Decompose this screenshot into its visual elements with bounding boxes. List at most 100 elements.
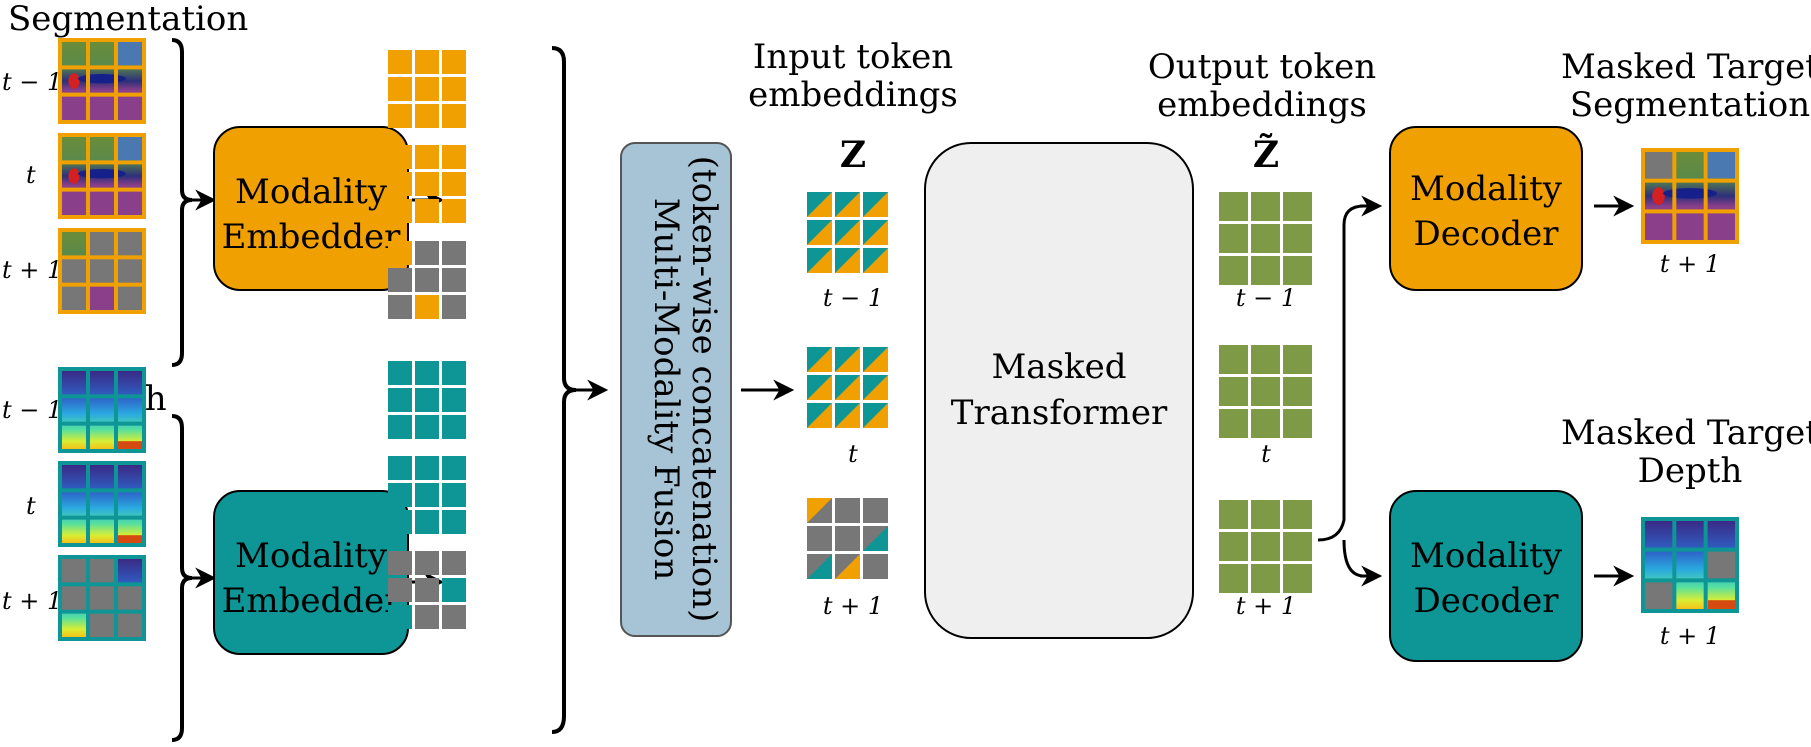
token-cell (415, 388, 439, 412)
depth-time-label-t-plus-1: t + 1 (2, 587, 62, 615)
token-cell (415, 295, 439, 319)
token-cell (388, 241, 412, 265)
depth-modality-decoder (1389, 490, 1583, 662)
token-cell (1251, 564, 1280, 593)
image-patch (1645, 551, 1673, 579)
token-cell (1283, 564, 1312, 593)
token-cell-half (863, 403, 888, 428)
embedded-token-grids (388, 50, 466, 629)
image-patch (90, 42, 114, 66)
depth-input-brace (171, 414, 193, 742)
seg-target-title-line1: Masked Target (1561, 47, 1811, 87)
token-cell-half (863, 192, 888, 217)
token-cell-half (863, 526, 888, 551)
masked-patch (62, 286, 86, 310)
token-cell (415, 172, 439, 196)
token-cell (442, 77, 466, 101)
seg-frame-t (58, 133, 146, 219)
token-cell (388, 77, 412, 101)
token-cell (1251, 377, 1280, 406)
output-token-time-t-minus-1: t − 1 (1236, 284, 1296, 312)
token-cell (442, 268, 466, 292)
fusion-input-brace (551, 46, 577, 734)
segmentation-frames (58, 38, 146, 314)
image-patch (118, 465, 142, 489)
seg-embed-grid-t-plus-1 (388, 241, 466, 319)
token-cell-half (807, 347, 832, 372)
token-cell-half (835, 220, 860, 245)
depth-target-time: t + 1 (1660, 622, 1720, 650)
token-cell (1251, 500, 1280, 529)
image-patch (90, 96, 114, 120)
token-cell (1283, 192, 1312, 221)
depth-decoder-line1: Modality (1410, 536, 1563, 576)
token-cell (442, 50, 466, 74)
seg-time-label-t-plus-1: t + 1 (2, 256, 62, 284)
image-patch (90, 286, 114, 310)
token-cell-half (835, 403, 860, 428)
input-token-title-line2: embeddings (748, 75, 958, 115)
token-cell-half (807, 248, 832, 273)
token-cell-half (807, 192, 832, 217)
token-cell (388, 361, 412, 385)
multi-modality-fusion-box (620, 142, 732, 637)
token-cell (1251, 409, 1280, 438)
token-cell (415, 77, 439, 101)
image-patch (118, 42, 142, 66)
token-cell-half (807, 403, 832, 428)
token-cell (388, 456, 412, 480)
depth-decoder-line2: Decoder (1413, 581, 1559, 621)
token-cell-half (835, 347, 860, 372)
token-cell-half (863, 248, 888, 273)
image-patch (118, 191, 142, 215)
token-cell (388, 50, 412, 74)
image-patch (90, 69, 114, 93)
token-cell (388, 172, 412, 196)
token-cell-half (807, 220, 832, 245)
image-patch (118, 519, 142, 543)
image-patch (1645, 521, 1673, 548)
token-cell (1219, 564, 1248, 593)
output-token-title-line2: embeddings (1157, 85, 1367, 125)
input-token-title-line1: Input token (753, 37, 953, 77)
image-patch (118, 425, 142, 449)
image-patch (118, 492, 142, 516)
token-cell (1219, 345, 1248, 374)
transformer-line2: Transformer (951, 393, 1168, 433)
masked-patch (118, 613, 142, 637)
token-cell (415, 104, 439, 128)
token-cell (388, 388, 412, 412)
seg-frame-t-plus-1 (58, 228, 146, 314)
image-patch (90, 398, 114, 422)
image-patch (118, 398, 142, 422)
seg-embed-grid-t (388, 145, 466, 223)
token-cell (442, 388, 466, 412)
token-cell (388, 578, 412, 602)
masked-patch (118, 259, 142, 283)
token-cell (415, 415, 439, 439)
depth-frame-t-plus-1 (58, 555, 146, 641)
masked-patch (1645, 582, 1673, 609)
token-cell (388, 551, 412, 575)
token-cell (1219, 532, 1248, 561)
token-cell (835, 498, 860, 523)
token-cell (415, 483, 439, 507)
image-patch (118, 96, 142, 120)
token-cell (1251, 224, 1280, 253)
image-patch (1645, 213, 1673, 240)
output-token-time-t-plus-1: t + 1 (1236, 592, 1296, 620)
token-cell (1251, 532, 1280, 561)
token-cell (442, 483, 466, 507)
token-cell-half (807, 375, 832, 400)
seg-target-title-line2: Segmentation (1570, 85, 1810, 125)
image-patch (62, 492, 86, 516)
token-cell-half (807, 554, 832, 579)
token-cell (388, 483, 412, 507)
token-cell (388, 145, 412, 169)
token-cell (415, 456, 439, 480)
masked-patch (90, 613, 114, 637)
seg-time-label-t: t (26, 161, 36, 189)
seg-time-label-t-minus-1: t − 1 (2, 68, 62, 96)
depth-frame-t (58, 461, 146, 547)
input-token-time-t: t (848, 440, 858, 468)
